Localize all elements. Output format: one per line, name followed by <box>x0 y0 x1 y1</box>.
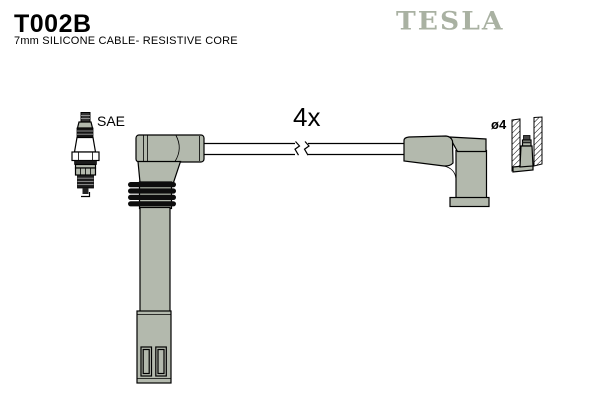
left-boot-rib <box>128 188 176 194</box>
terminal-pin-body <box>519 145 534 168</box>
plug-insulator <box>73 136 97 153</box>
plug-ground-electrode <box>81 192 91 198</box>
cable <box>204 141 404 156</box>
left-boot-rib <box>128 201 176 207</box>
plug-center-electrode <box>82 188 89 194</box>
terminal-cross-section <box>511 116 543 173</box>
terminal-diameter-label: ø4 <box>491 117 507 132</box>
left-boot <box>128 134 205 384</box>
left-boot-rib <box>128 194 176 200</box>
brand-logo: TESLA <box>396 7 505 37</box>
cable-break-mark <box>303 141 310 156</box>
left-boot-shoulder <box>137 160 182 184</box>
left-boot-window-inner <box>157 348 165 375</box>
spark-plug <box>71 112 100 198</box>
right-boot-cylinder <box>455 149 488 199</box>
right-boot-top-lip <box>448 136 487 153</box>
right-boot <box>403 135 490 208</box>
terminal-wall-left <box>511 118 521 172</box>
left-boot-shaft <box>139 206 171 313</box>
spark-plug-label: SAE <box>97 113 125 129</box>
plug-rib-band <box>76 127 94 138</box>
terminal-pin-nub <box>523 135 531 141</box>
terminal-pin-band-dark <box>522 141 531 144</box>
plug-terminal-nut <box>80 112 91 123</box>
left-boot-bend-seam <box>174 135 180 162</box>
terminal-wall-right <box>533 116 543 167</box>
right-boot-flange <box>449 196 490 208</box>
part-number: T002B <box>14 10 92 38</box>
left-boot-elbow-top <box>135 134 205 163</box>
plug-gasket <box>74 160 97 165</box>
left-boot-window-inner <box>142 348 150 375</box>
plug-collar <box>76 121 94 129</box>
left-boot-rib <box>128 182 176 188</box>
subtitle: 7mm SILICONE CABLE- RESISTIVE CORE <box>14 35 238 47</box>
right-boot-crease <box>443 165 457 180</box>
plug-hex <box>71 151 100 162</box>
right-boot-elbow-body <box>403 135 454 167</box>
cable-break-mark <box>294 141 301 156</box>
quantity-label: 4x <box>293 102 320 132</box>
